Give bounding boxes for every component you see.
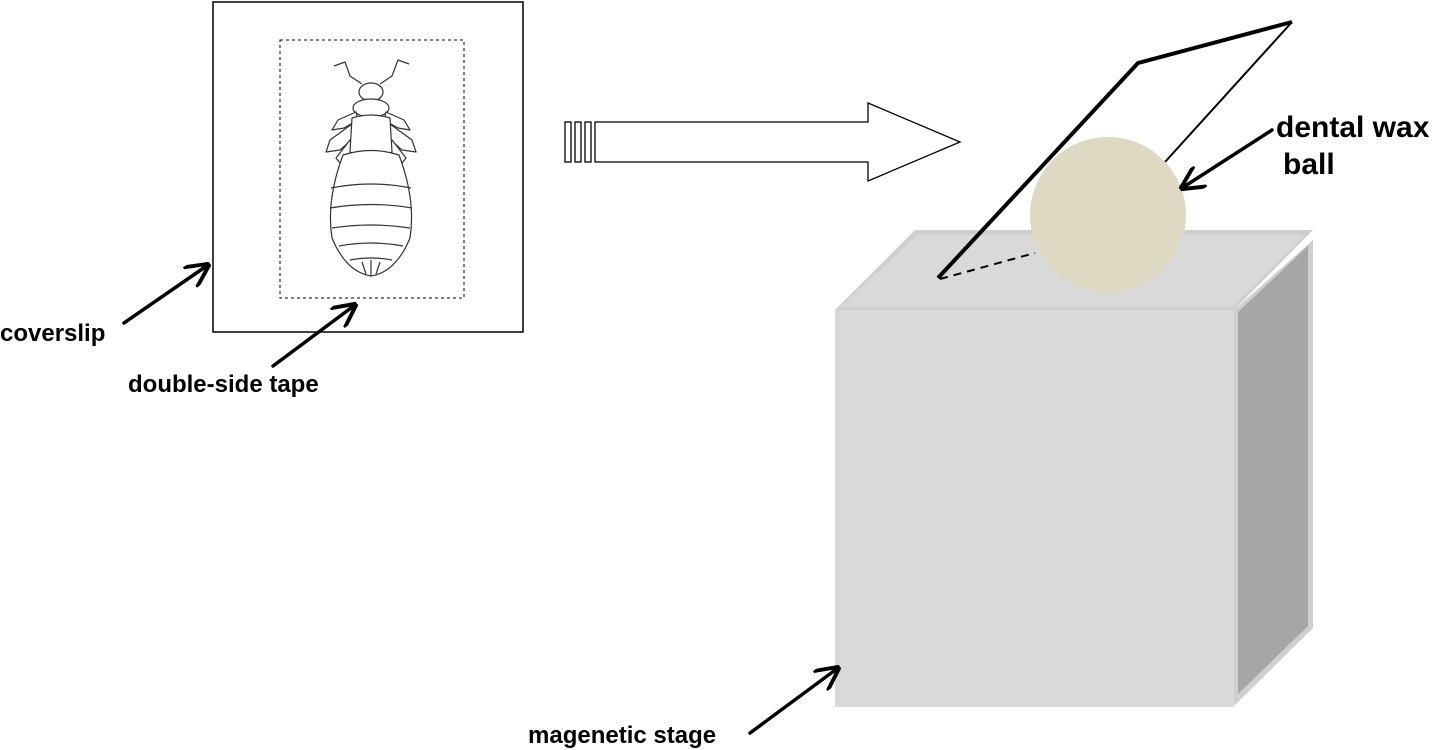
dental-wax-ball-label-line1: dental wax	[1276, 111, 1430, 144]
double-side-tape	[279, 39, 465, 299]
double-side-tape-label: double-side tape	[128, 371, 319, 398]
coverslip-panel	[212, 1, 524, 333]
magenetic-stage-pointer-arrow	[748, 668, 838, 735]
bed-bug-specimen-icon	[325, 59, 417, 277]
magenetic-stage	[835, 230, 1313, 707]
coverslip-pointer-arrow	[122, 265, 208, 325]
double-side-tape-pointer-arrow	[271, 305, 355, 368]
dental-wax-ball	[1030, 137, 1186, 293]
magenetic-stage-label: magenetic stage	[528, 722, 716, 749]
stage-front-face	[835, 310, 1234, 707]
right-arrow-icon	[564, 102, 962, 182]
tilted-coverslip	[936, 20, 1293, 280]
dental-wax-ball-pointer-arrow	[1182, 128, 1274, 188]
dental-wax-ball-label-line2: ball	[1283, 148, 1335, 181]
coverslip-label: coverslip	[0, 320, 105, 347]
